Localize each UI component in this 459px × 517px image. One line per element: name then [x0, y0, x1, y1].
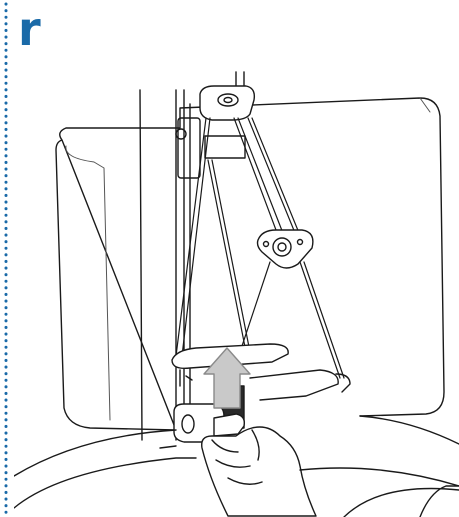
seat-base	[14, 415, 459, 517]
tray	[171, 343, 351, 401]
hand-illustration	[201, 426, 317, 517]
dotted-border	[4, 2, 8, 516]
assembly-illustration	[14, 71, 459, 517]
top-clamp	[199, 85, 256, 121]
tension-wires	[175, 117, 345, 379]
pulley-bracket	[256, 229, 314, 269]
seat-back-panel	[55, 97, 445, 431]
frame-rails	[139, 71, 246, 441]
upward-push-arrow-icon	[203, 347, 251, 409]
step-letter: r	[18, 2, 41, 56]
